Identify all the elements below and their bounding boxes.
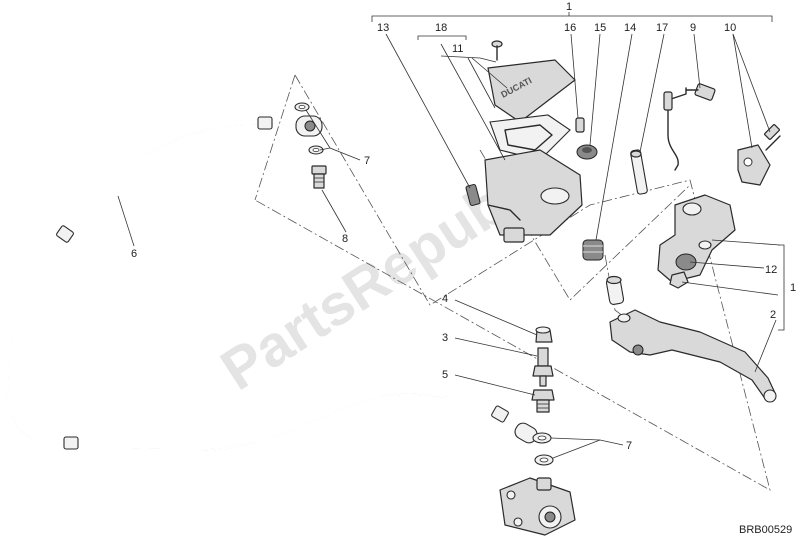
reservoir-diaphragm	[489, 114, 571, 161]
callout-12: 12	[765, 264, 777, 276]
callout-1-top: 1	[566, 1, 572, 13]
handlebar-clamp	[737, 124, 781, 186]
callout-6: 6	[131, 248, 137, 260]
boot-14	[582, 239, 604, 261]
clutch-lever	[609, 309, 777, 403]
callout-11: 11	[452, 43, 463, 55]
callout-15: 15	[594, 22, 606, 34]
callout-1-right: 1	[790, 282, 796, 294]
callout-8: 8	[342, 233, 348, 245]
banjo-bolt-lower	[531, 389, 555, 413]
callout-2: 2	[770, 309, 776, 321]
callout-5: 5	[442, 369, 448, 381]
drawing-code: BRB00529	[739, 524, 792, 536]
callout-10: 10	[724, 22, 736, 34]
reservoir-gasket	[465, 183, 481, 207]
clamp-bolt	[764, 124, 781, 151]
callout-13: 13	[377, 22, 389, 34]
hose-sleeve-right	[491, 405, 509, 423]
bracket-item-1-top	[371, 12, 773, 22]
seal-16	[575, 117, 585, 133]
slave-cylinder-fitting	[499, 477, 576, 536]
plug-15	[576, 144, 598, 160]
callout-16: 16	[564, 22, 576, 34]
pivot-pin-17	[630, 149, 648, 195]
adjuster-nut	[669, 271, 689, 289]
callout-17: 17	[656, 22, 668, 34]
reservoir-cap: DUCATI	[487, 59, 576, 123]
leader-lines	[117, 33, 781, 459]
bracket-item-1-right	[778, 244, 785, 331]
reservoir-assembly: DUCATI	[465, 40, 604, 261]
callout-9: 9	[690, 22, 696, 34]
callout-7-upper: 7	[364, 155, 370, 167]
callout-18: 18	[435, 22, 447, 34]
callout-4: 4	[442, 293, 448, 305]
banjo-bolt-upper	[311, 165, 327, 189]
hose-sleeve-upper	[257, 116, 273, 130]
reservoir-body	[484, 149, 583, 243]
reservoir-screw	[491, 40, 503, 61]
bleeder-cap	[535, 326, 553, 343]
callout-7-lower: 7	[626, 440, 632, 452]
clutch-switch	[663, 83, 716, 171]
bleed-screw	[532, 347, 554, 387]
lever-bush	[605, 275, 625, 305]
washers-lower	[532, 432, 554, 466]
hose-sleeve-bottom	[63, 436, 79, 450]
callout-3: 3	[442, 332, 448, 344]
clutch-hose	[6, 115, 538, 452]
bracket-item-18	[417, 35, 467, 40]
callout-labels: 1 1 2 3 4 5 6 7 7 8 9 10 11 12 13 14 15 …	[131, 1, 796, 452]
master-cylinder-body	[657, 194, 736, 283]
callout-14: 14	[624, 22, 636, 34]
hose-sleeve-left	[56, 225, 74, 243]
upper-banjo-hardware	[294, 102, 327, 189]
